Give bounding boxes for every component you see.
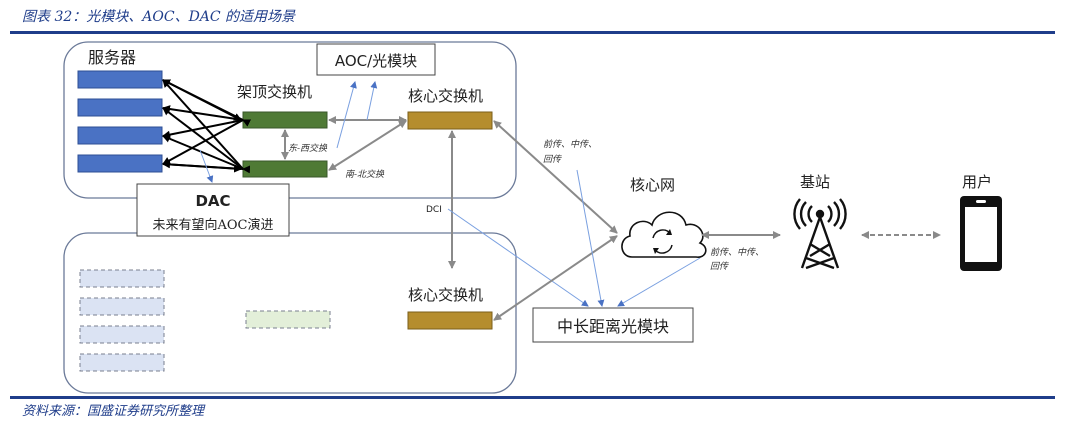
cloud-sync-icon <box>621 211 707 258</box>
ghost-server-4 <box>79 353 165 372</box>
dac-pointer <box>199 149 214 183</box>
core-switch-top-label: 核心交换机 <box>408 87 483 105</box>
dac-box <box>136 183 290 237</box>
tor-switch-2 <box>242 160 328 178</box>
server-4 <box>77 154 163 173</box>
long-range-pointer-2 <box>617 257 701 307</box>
dci-label: DCI <box>426 205 442 215</box>
aoc-module-box <box>316 43 436 76</box>
ghost-server-group <box>79 269 165 372</box>
fronthaul-label-2a: 前传、中传、 <box>710 247 764 258</box>
figure-caption: 图表 32：光模块、AOC、DAC 的适用场景 <box>22 9 296 25</box>
server-tor-links <box>162 79 252 174</box>
source-note: 资料来源：国盛证券研究所整理 <box>22 404 205 419</box>
bottom-rule <box>10 396 1055 399</box>
user-label: 用户 <box>962 173 992 191</box>
core-bottom-cloud-link <box>493 235 618 321</box>
core-switch-top <box>407 111 493 130</box>
dac-title: DAC <box>195 192 230 210</box>
tor-switch-1 <box>242 111 328 129</box>
core-switch-bottom <box>407 311 493 330</box>
aoc-pointer-1 <box>336 81 357 149</box>
fronthaul-label-1b: 回传 <box>543 154 562 165</box>
tor-switch-label: 架顶交换机 <box>237 83 312 101</box>
aoc-pointer-2 <box>366 81 378 121</box>
server-3 <box>77 126 163 145</box>
fronthaul-label-2b: 回传 <box>710 261 729 272</box>
aoc-module-label: AOC/光模块 <box>335 52 417 70</box>
ghost-server-1 <box>79 269 165 288</box>
long-range-module-label: 中长距离光模块 <box>557 317 669 336</box>
long-range-pointer-1 <box>576 169 605 307</box>
tor2-core-link <box>328 120 407 171</box>
core-network-label: 核心网 <box>630 176 675 194</box>
smartphone-icon <box>960 196 1002 271</box>
ghost-server-3 <box>79 325 165 344</box>
dac-subtitle: 未来有望向AOC演进 <box>153 217 274 233</box>
long-range-module-box <box>532 307 694 343</box>
core-top-cloud-link <box>493 120 618 234</box>
base-station-label: 基站 <box>800 173 830 191</box>
server-group <box>77 70 163 173</box>
ghost-tor-switch <box>245 310 331 329</box>
east-west-label: 东-西交换 <box>288 143 328 154</box>
cell-tower-icon <box>793 198 847 270</box>
top-rule <box>10 31 1055 34</box>
ghost-server-2 <box>79 297 165 316</box>
fronthaul-label-1a: 前传、中传、 <box>543 139 597 150</box>
server-1 <box>77 70 163 89</box>
server-2 <box>77 98 163 117</box>
servers-label: 服务器 <box>88 48 136 67</box>
north-south-label: 南-北交换 <box>345 169 385 180</box>
core-switch-bottom-label: 核心交换机 <box>408 286 483 304</box>
